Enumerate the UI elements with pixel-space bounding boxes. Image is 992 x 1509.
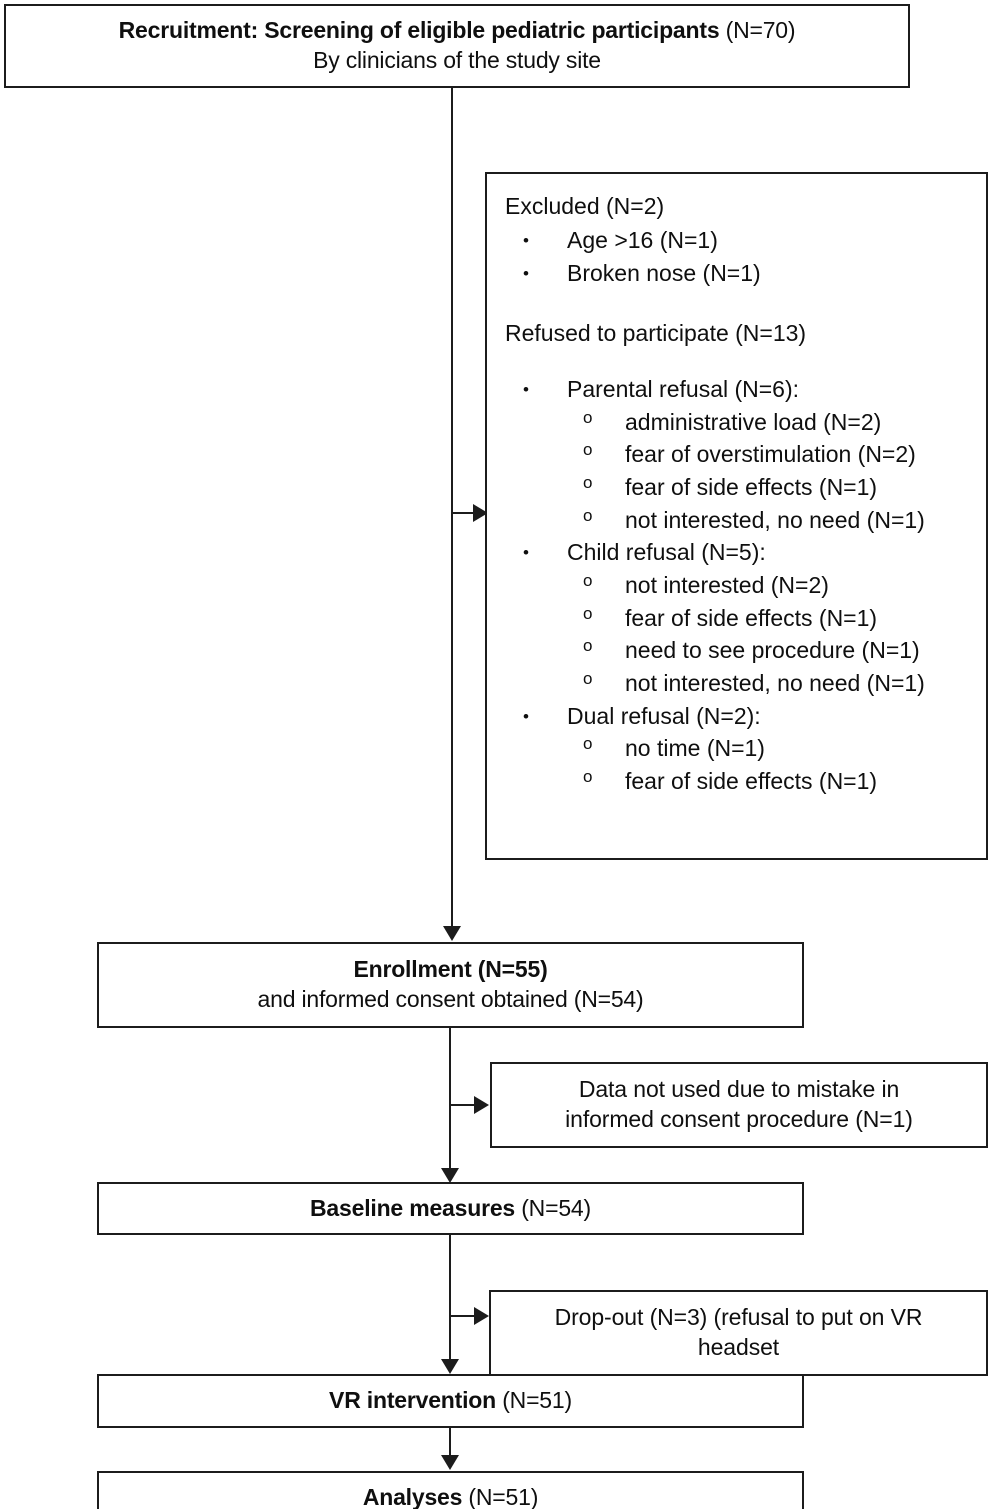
refusal-reason-label: fear of side effects (N=1) xyxy=(625,767,878,794)
refusal-reason-label: fear of overstimulation (N=2) xyxy=(625,441,916,468)
circle-bullet-icon: o xyxy=(583,603,593,623)
circle-bullet-icon: o xyxy=(583,440,593,460)
refusal-reason-label: not interested, no need (N=1) xyxy=(625,670,925,696)
excluded-heading: Excluded (N=2) xyxy=(505,193,665,219)
refusal-group-label: Dual refusal (N=2): xyxy=(567,702,761,729)
circle-bullet-icon: o xyxy=(583,669,593,688)
connector-to-data-not-used xyxy=(449,1104,477,1106)
excluded-list: • Age >16 (N=1) • Broken nose (N=1) xyxy=(505,224,974,289)
arrowhead-to-data-not-used xyxy=(474,1096,489,1114)
list-item: o fear of overstimulation (N=2) xyxy=(567,438,974,471)
vr-intervention-title-bold: VR intervention xyxy=(329,1387,497,1414)
vr-intervention-title: VR intervention (N=51) xyxy=(329,1386,572,1416)
refusal-reason-label: administrative load (N=2) xyxy=(625,408,882,435)
spacer xyxy=(505,289,974,319)
arrowhead-to-exclusions xyxy=(473,504,488,522)
circle-bullet-icon: o xyxy=(583,636,593,656)
arrowhead-to-vr xyxy=(441,1359,459,1374)
refusal-reason-list: o no time (N=1) o fear of side effects (… xyxy=(567,732,974,797)
list-item: • Dual refusal (N=2): o no time (N=1) o … xyxy=(505,700,974,798)
refusal-reason-label: fear of side effects (N=1) xyxy=(625,474,878,501)
bullet-icon: • xyxy=(523,380,529,400)
recruitment-title: Recruitment: Screening of eligible pedia… xyxy=(119,16,796,46)
data-not-used-line2: informed consent procedure (N=1) xyxy=(565,1106,913,1132)
list-item: o not interested, no need (N=1) xyxy=(567,667,974,700)
list-item: o need to see procedure (N=1) xyxy=(567,634,974,667)
connector-vr-to-analyses xyxy=(449,1428,451,1458)
list-item: • Parental refusal (N=6): o administrati… xyxy=(505,373,974,536)
vr-intervention-title-count: (N=51) xyxy=(496,1387,572,1414)
baseline-title: Baseline measures (N=54) xyxy=(310,1194,591,1224)
refusal-reason-label: no time (N=1) xyxy=(625,735,765,762)
refusal-reason-list: o administrative load (N=2) o fear of ov… xyxy=(567,406,974,537)
list-item: o not interested (N=2) xyxy=(567,569,974,602)
refusal-reason-label: not interested (N=2) xyxy=(625,572,829,599)
refusal-group-label: Parental refusal (N=6): xyxy=(567,376,800,403)
connector-to-dropout xyxy=(449,1315,477,1317)
node-vr-intervention: VR intervention (N=51) xyxy=(97,1374,804,1428)
arrowhead-to-dropout xyxy=(474,1307,489,1325)
node-exclusions: Excluded (N=2) • Age >16 (N=1) • Broken … xyxy=(485,172,988,860)
arrowhead-to-analyses xyxy=(441,1455,459,1470)
connector-to-exclusions xyxy=(451,512,477,514)
data-not-used-line1: Data not used due to mistake in xyxy=(578,1076,900,1103)
dropout-line2: headset xyxy=(697,1334,780,1360)
list-item: • Age >16 (N=1) xyxy=(505,224,974,257)
baseline-title-count: (N=54) xyxy=(515,1194,591,1221)
list-item: o no time (N=1) xyxy=(567,732,974,765)
connector-baseline-to-vr xyxy=(449,1235,451,1359)
enrollment-subtitle: and informed consent obtained (N=54) xyxy=(257,986,644,1012)
list-item: o fear of side effects (N=1) xyxy=(567,602,974,635)
node-data-not-used: Data not used due to mistake in informed… xyxy=(490,1062,988,1148)
node-enrollment: Enrollment (N=55) and informed consent o… xyxy=(97,942,804,1028)
analyses-title: Analyses (N=51) xyxy=(362,1483,539,1509)
recruitment-title-count: (N=70) xyxy=(719,17,796,44)
analyses-title-bold: Analyses xyxy=(362,1483,463,1509)
dropout-line1: Drop-out (N=3) (refusal to put on VR xyxy=(554,1304,923,1331)
list-item: • Broken nose (N=1) xyxy=(505,257,974,290)
connector-recruitment-to-enrollment xyxy=(451,88,453,926)
refusal-reason-label: not interested, no need (N=1) xyxy=(625,506,925,533)
list-item: o fear of side effects (N=1) xyxy=(567,471,974,504)
node-recruitment: Recruitment: Screening of eligible pedia… xyxy=(4,4,910,88)
list-item: o administrative load (N=2) xyxy=(567,406,974,439)
circle-bullet-icon: o xyxy=(583,505,593,525)
bullet-icon: • xyxy=(523,706,529,726)
connector-enrollment-to-baseline xyxy=(449,1028,451,1168)
circle-bullet-icon: o xyxy=(583,407,593,427)
arrowhead-to-baseline xyxy=(441,1168,459,1183)
excluded-item-label: Age >16 (N=1) xyxy=(567,226,718,253)
bullet-icon: • xyxy=(523,543,529,563)
spacer xyxy=(505,351,974,373)
enrollment-title: Enrollment (N=55) xyxy=(353,956,548,983)
circle-bullet-icon: o xyxy=(583,473,593,493)
excluded-item-label: Broken nose (N=1) xyxy=(567,259,761,286)
refusal-reason-label: fear of side effects (N=1) xyxy=(625,604,878,631)
refusal-group-label: Child refusal (N=5): xyxy=(567,539,766,566)
recruitment-title-bold: Recruitment: Screening of eligible pedia… xyxy=(118,17,720,44)
circle-bullet-icon: o xyxy=(583,571,593,591)
bullet-icon: • xyxy=(523,230,529,250)
refusal-group-list: • Parental refusal (N=6): o administrati… xyxy=(505,373,974,798)
refusal-reason-list: o not interested (N=2) o fear of side ef… xyxy=(567,569,974,700)
refused-heading: Refused to participate (N=13) xyxy=(505,320,807,347)
list-item: o fear of side effects (N=1) xyxy=(567,765,974,798)
arrowhead-to-enrollment xyxy=(443,926,461,941)
node-analyses: Analyses (N=51) xyxy=(97,1471,804,1509)
circle-bullet-icon: o xyxy=(583,766,593,786)
node-dropout: Drop-out (N=3) (refusal to put on VR hea… xyxy=(489,1290,988,1376)
circle-bullet-icon: o xyxy=(583,734,593,754)
list-item: • Child refusal (N=5): o not interested … xyxy=(505,536,974,699)
refusal-reason-label: need to see procedure (N=1) xyxy=(625,637,920,664)
node-baseline-measures: Baseline measures (N=54) xyxy=(97,1182,804,1235)
list-item: o not interested, no need (N=1) xyxy=(567,504,974,537)
recruitment-subtitle: By clinicians of the study site xyxy=(313,47,601,73)
bullet-icon: • xyxy=(523,263,529,283)
analyses-title-count: (N=51) xyxy=(462,1483,539,1509)
baseline-title-bold: Baseline measures xyxy=(310,1194,516,1221)
